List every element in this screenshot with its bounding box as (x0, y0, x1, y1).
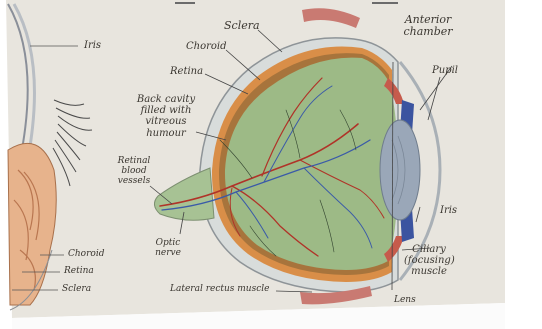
label-lateral-rectus-muscle: Lateral rectus muscle (170, 285, 269, 294)
lens (380, 120, 420, 220)
label-back-cavity: Back cavity filled with vitreous humour (132, 94, 200, 139)
label-retinal-blood-vessels: Retinal blood vessels (114, 156, 154, 186)
label-left-choroid: Choroid (68, 250, 104, 259)
label-lens: Lens (394, 296, 416, 305)
label-optic-nerve: Optic nerve (150, 238, 186, 258)
label-choroid: Choroid (186, 42, 227, 52)
label-left-sclera: Sclera (62, 285, 91, 294)
label-iris: Iris (440, 206, 457, 216)
label-retina: Retina (170, 67, 203, 77)
label-left-iris: Iris (84, 41, 101, 51)
label-ciliary-muscle: Ciliary (focusing) muscle (404, 244, 454, 278)
label-pupil: Pupil (432, 66, 458, 76)
label-sclera: Sclera (224, 20, 260, 31)
label-left-retina: Retina (64, 267, 94, 276)
label-anterior-chamber: Anterior chamber (398, 14, 458, 39)
page-shadow-right (505, 0, 542, 329)
